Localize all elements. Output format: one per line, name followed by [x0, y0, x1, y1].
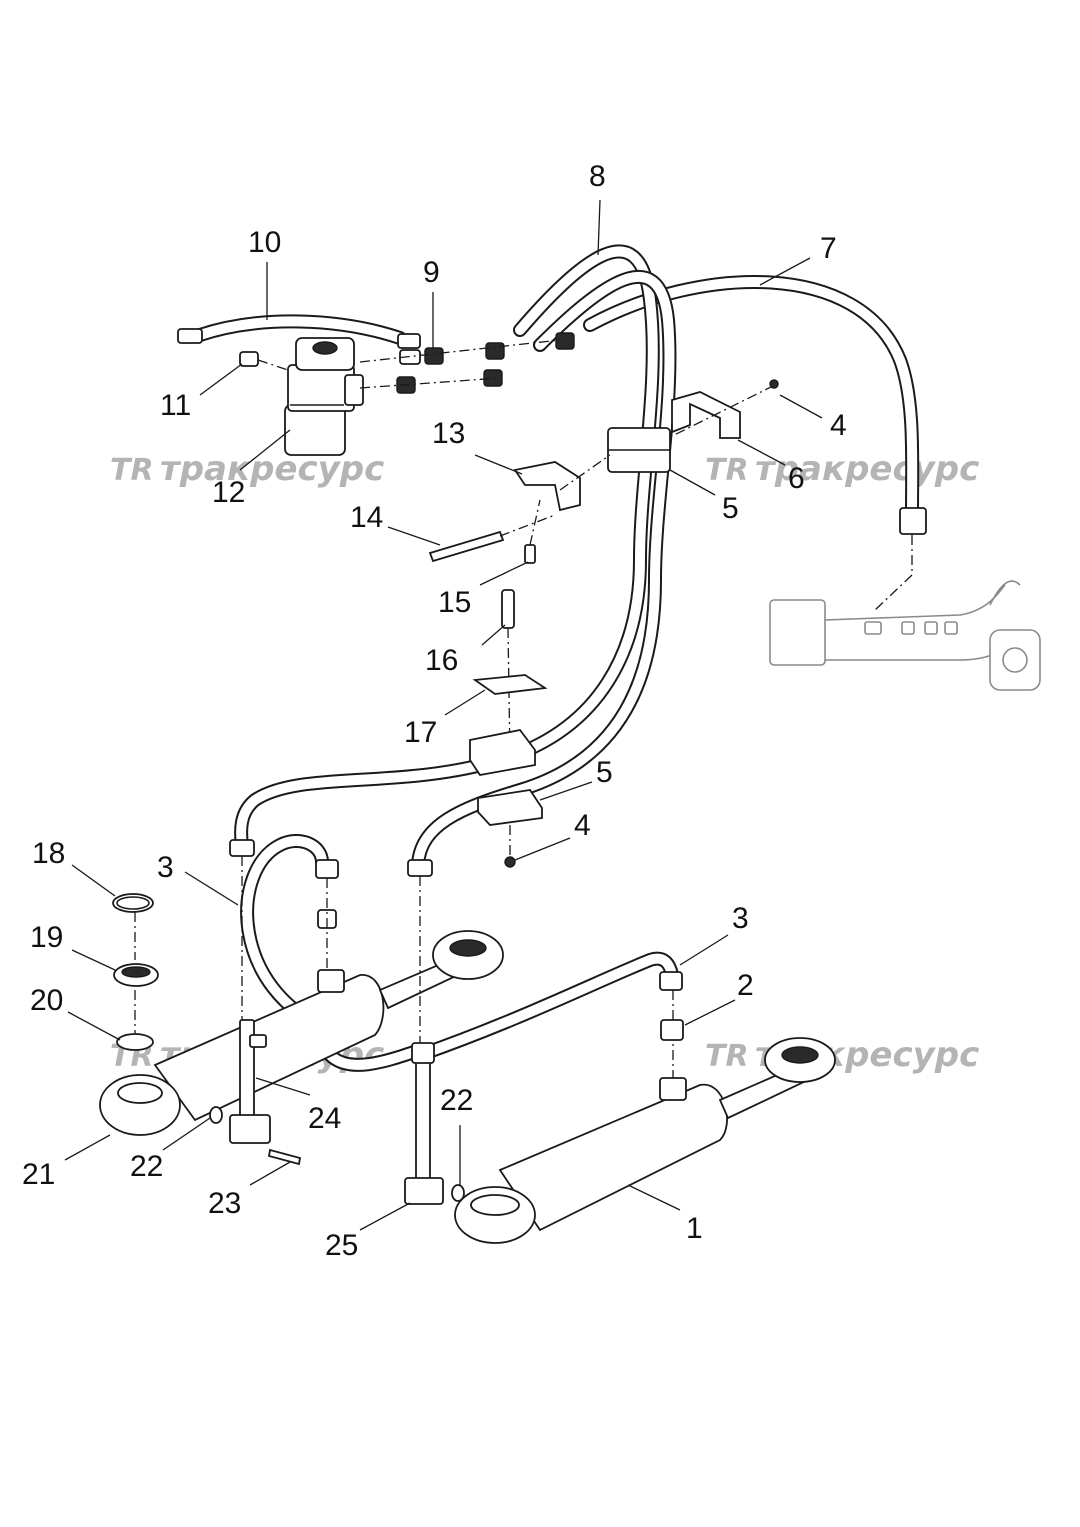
callout-22-right: 22	[440, 1084, 473, 1117]
callout-14: 14	[350, 501, 383, 534]
callout-22-left: 22	[130, 1150, 163, 1183]
callout-3-left: 3	[157, 851, 174, 884]
callout-8: 8	[589, 160, 606, 193]
callout-16: 16	[425, 644, 458, 677]
clamp-lower-upper	[469, 729, 536, 776]
valve-block-grey	[769, 535, 1041, 691]
watermark-text: тракресурс	[160, 449, 384, 489]
callout-4-bottom: 4	[574, 809, 591, 842]
washers-22	[209, 1106, 465, 1202]
watermark-top-left: TR тракресурс	[110, 449, 384, 489]
watermark-logo: TR	[110, 453, 154, 488]
watermark-top-right: TR тракресурс	[705, 449, 979, 489]
callout-24: 24	[308, 1102, 341, 1135]
callout-12: 12	[212, 476, 245, 509]
callout-23: 23	[208, 1187, 241, 1220]
watermark-logo: TR	[705, 1039, 749, 1074]
callout-25: 25	[325, 1229, 358, 1262]
steering-unit-12	[284, 337, 364, 456]
leader-lines	[64, 199, 823, 1231]
callout-9: 9	[423, 256, 440, 289]
callout-21: 21	[22, 1158, 55, 1191]
callout-5-top: 5	[722, 492, 739, 525]
callout-6: 6	[788, 462, 805, 495]
callout-2: 2	[737, 969, 754, 1002]
tube-25	[404, 876, 444, 1205]
callout-15: 15	[438, 586, 471, 619]
hose-3-left	[240, 834, 339, 1037]
callout-19: 19	[30, 921, 63, 954]
callout-11: 11	[160, 389, 191, 422]
bolt-15	[524, 499, 541, 564]
callout-1: 1	[686, 1212, 703, 1245]
callout-20: 20	[30, 984, 63, 1017]
callout-10: 10	[248, 226, 281, 259]
callout-13: 13	[432, 417, 465, 450]
watermark-text: тракресурс	[755, 449, 979, 489]
pin-14	[428, 514, 556, 563]
callout-7: 7	[820, 232, 837, 265]
seal-19	[113, 963, 159, 987]
watermark-mid-right: TR тракресурс	[705, 1035, 979, 1075]
bolt-23	[267, 1148, 302, 1166]
seal-20	[116, 1033, 154, 1051]
bracket-13	[513, 454, 611, 512]
plate-17	[472, 674, 548, 695]
callout-18: 18	[32, 837, 65, 870]
watermark-logo: TR	[705, 453, 749, 488]
callout-5-bottom: 5	[596, 756, 613, 789]
fitting-2	[660, 1019, 684, 1041]
clamp-5-bottom	[477, 789, 543, 868]
bolt-16	[501, 589, 515, 761]
callout-3-right: 3	[732, 902, 749, 935]
seal-18	[112, 893, 154, 913]
cylinder-1	[454, 990, 836, 1244]
callout-17: 17	[404, 716, 437, 749]
hose-7	[583, 274, 927, 535]
callout-4-top: 4	[830, 409, 847, 442]
fittings-9	[359, 332, 575, 394]
hose-3-right	[323, 951, 683, 1072]
tube-24	[229, 856, 271, 1144]
fitting-11	[239, 351, 289, 371]
clamp-5-top	[607, 427, 671, 473]
hose-10	[177, 314, 421, 349]
cylinder-21	[99, 878, 504, 1136]
